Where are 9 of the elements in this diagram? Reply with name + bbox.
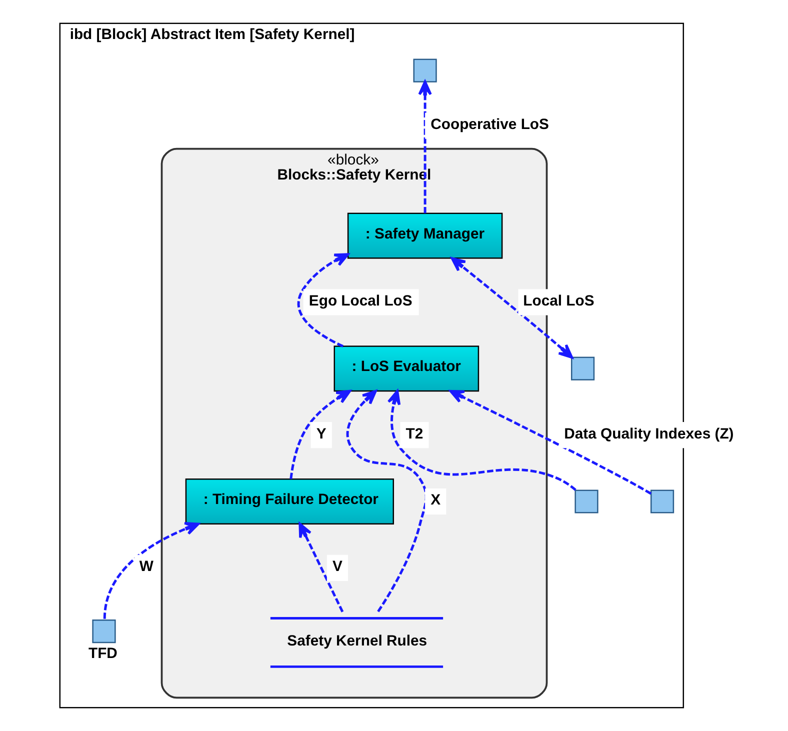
edge-label: Y (316, 426, 326, 442)
node-text: Safety Kernel Rules (287, 634, 428, 650)
edge-label: T2 (406, 426, 424, 442)
edge-label: X (430, 492, 441, 509)
edge-label: Ego Local LoS (308, 293, 412, 310)
edge-label: W (139, 559, 154, 576)
node-label: TFD (88, 646, 118, 662)
edge-label: Cooperative LoS (430, 117, 549, 134)
edge-label: V (332, 559, 342, 576)
